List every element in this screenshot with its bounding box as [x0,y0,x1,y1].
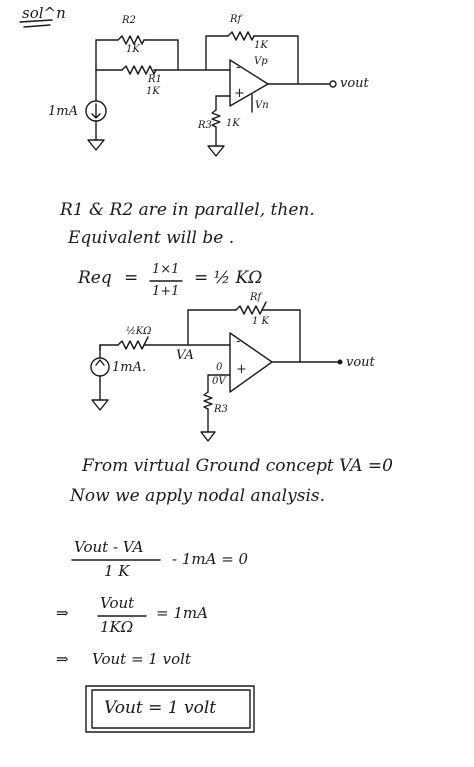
analysis-line-2: Now we apply nodal analysis. [70,486,326,506]
resistor-r3-2 [203,391,213,410]
c1-rf-value: 1K [254,40,268,51]
c2-plus: + [236,362,247,377]
resistor-r3 [211,109,221,128]
req-equals: = [124,268,139,288]
opamp-2 [229,332,273,393]
eq2-rest: = 1mA [156,604,208,622]
resistor-rf [227,31,255,41]
final-answer: Vout = 1 volt [104,698,217,718]
c2-rf-name: Rf [250,292,262,303]
final-box-inner [91,689,251,729]
text-line-2: Equivalent will be . [68,228,235,248]
resistor-r1 [121,65,157,75]
resistor-req [117,336,149,350]
text-line-1: R1 & R2 are in parallel, then. [60,200,315,220]
output-terminal-1 [329,80,337,88]
c1-output-label: vout [340,76,369,91]
analysis-line-1: From virtual Ground concept VA =0 [82,456,393,476]
c2-rf-value: 1 K [252,316,270,327]
req-denominator: 1+1 [152,284,180,299]
c1-r1-value: 1K [146,86,160,97]
eq1-numerator: Vout - VA [74,538,144,556]
c1-r3-name: R3 [198,120,212,131]
header-underline [19,19,53,28]
arrow-2: ⇒ [56,650,69,668]
req-numerator: 1×1 [152,262,180,277]
c1-vn-label: Vn [255,100,269,111]
c2-r3-name: R3 [214,404,228,415]
c1-rf-name: Rf [230,14,242,25]
circuit-1 [85,31,337,157]
c1-plus: + [234,86,245,101]
req-result: = ½ KΩ [194,268,263,288]
c1-r3-value: 1K [226,118,240,129]
c2-source-label: 1mA. [112,360,147,375]
eq3: Vout = 1 volt [92,650,191,668]
eq1-rest: - 1mA = 0 [172,550,249,568]
eq1-denominator: 1 K [104,562,130,580]
final-box-outer [85,685,255,733]
eq2-numerator: Vout [100,594,135,612]
c1-vp-label: Vp [254,56,268,67]
resistor-r2 [117,35,145,45]
c1-source-label: 1mA [48,104,78,119]
circuit-2 [90,301,343,442]
c1-minus: - [236,60,241,75]
c1-r2-value: 1K [126,44,140,55]
output-terminal-2 [337,359,343,365]
c1-r1-name: R1 [148,74,162,85]
c1-r2-name: R2 [122,15,136,26]
c2-output-label: vout [346,355,375,370]
arrow-1: ⇒ [56,604,69,622]
c2-req-value: ½KΩ [126,326,152,337]
c2-zero: 0 [216,362,223,373]
solution-label: sol^n [22,4,66,22]
c2-minus: - [236,334,241,349]
eq2-denominator: 1KΩ [100,618,134,636]
resistor-rf-2 [235,301,267,315]
c2-zero-v: 0V [212,376,226,387]
opamp-1 [229,59,269,107]
c2-va-label: VA [176,348,194,363]
req-label: Req [78,268,112,288]
